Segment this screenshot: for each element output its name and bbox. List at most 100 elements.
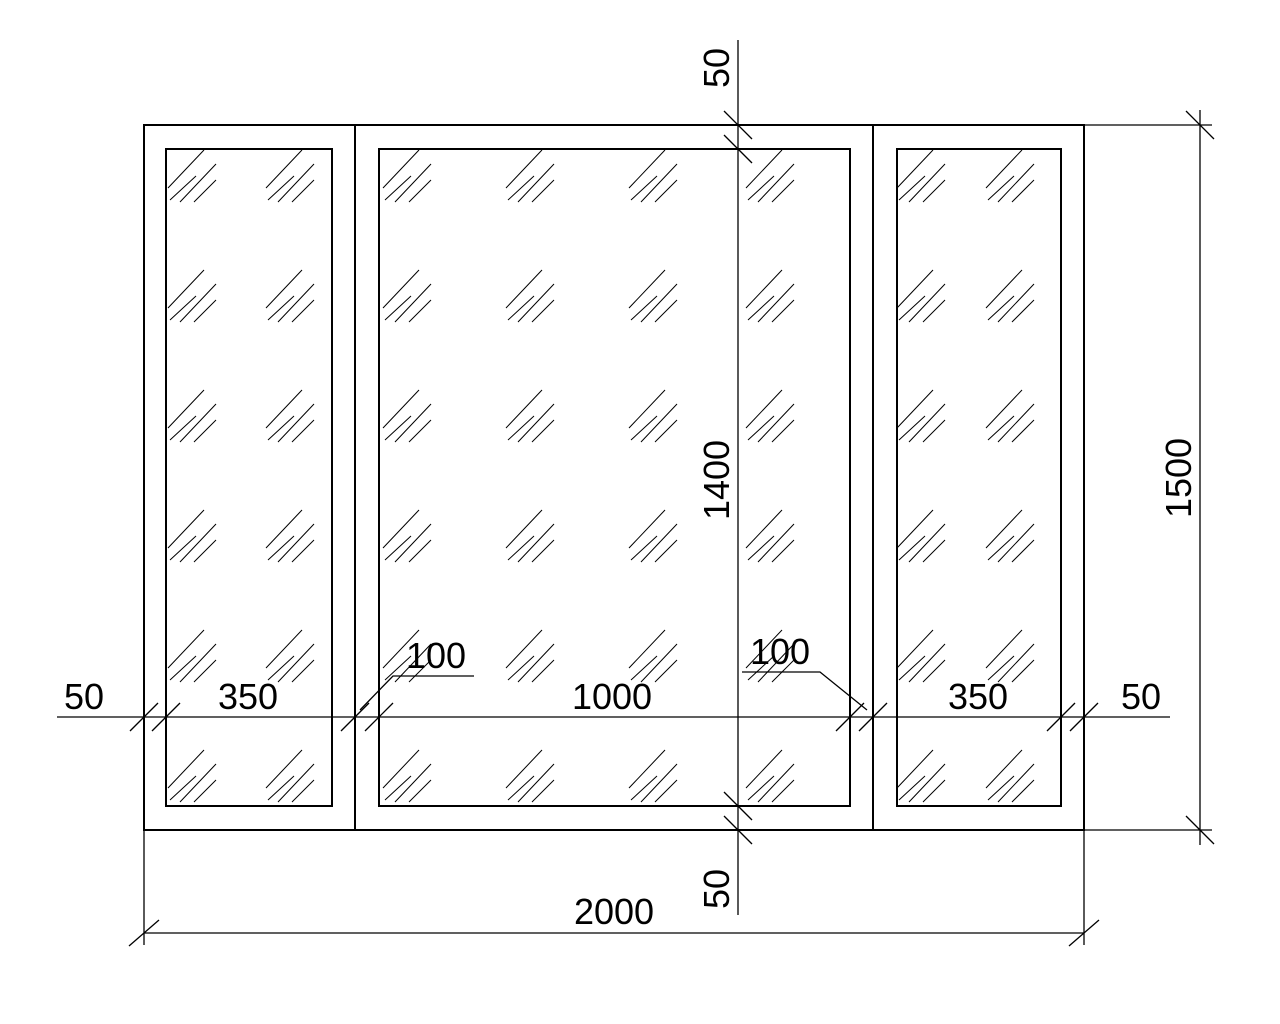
right-pane-label: 350 — [948, 676, 1008, 717]
glass-hatch-mark — [267, 295, 295, 321]
glass-hatch-mark — [408, 419, 432, 443]
glass-hatch-mark — [654, 659, 678, 683]
glass-hatch-mark — [291, 539, 315, 563]
glass-hatch-mark — [640, 283, 678, 323]
glass-hatch-mark — [408, 779, 432, 803]
right-mullion-leader — [742, 671, 868, 711]
glass-hatch-mark — [757, 283, 795, 323]
glass-hatch-mark — [908, 643, 946, 683]
glass-hatch-mark — [654, 419, 678, 443]
glass-hatch-mark — [531, 179, 555, 203]
glass-hatch-mark — [505, 389, 543, 429]
glass-hatch-mark — [265, 389, 303, 429]
glass-hatch-mark — [167, 389, 205, 429]
glass-hatch-mark — [896, 269, 934, 309]
glass-hatch-mark — [771, 419, 795, 443]
glass-height-label: 1400 — [696, 440, 737, 520]
glass-hatch-mark — [896, 509, 934, 549]
glass-hatch-mark — [531, 539, 555, 563]
glass-hatch-mark — [531, 299, 555, 323]
glass-hatch-mark — [640, 643, 678, 683]
glass-hatch-mark — [630, 775, 658, 801]
glass-hatch-mark — [267, 535, 295, 561]
right-mullion-label: 100 — [750, 631, 810, 672]
glass-hatch-mark — [517, 763, 555, 803]
glass-hatch-mark — [507, 775, 535, 801]
glass-hatch-mark — [745, 149, 783, 189]
overall-height-label: 1500 — [1158, 438, 1199, 518]
glass-hatch-mark — [997, 403, 1035, 443]
glass-hatch-mark — [169, 295, 197, 321]
vertical-dimension-tick — [723, 134, 753, 164]
glass-hatch-mark — [898, 175, 926, 201]
glass-hatch-mark — [630, 415, 658, 441]
glass-hatch-mark — [507, 175, 535, 201]
glass-hatch-mark — [628, 509, 666, 549]
glass-hatch-mark — [517, 523, 555, 563]
glass-hatch-mark — [654, 779, 678, 803]
vertical-dimension-tick — [723, 791, 753, 821]
horizontal-dimension-tick — [1069, 702, 1099, 732]
glass-hatch-mark — [179, 643, 217, 683]
glass-hatch-mark — [747, 535, 775, 561]
glass-hatch-mark — [505, 269, 543, 309]
glass-hatch-mark — [898, 775, 926, 801]
glass-hatch-mark — [267, 415, 295, 441]
glass-hatch-mark — [167, 149, 205, 189]
glass-hatch-mark — [985, 389, 1023, 429]
glass-hatch-mark — [630, 295, 658, 321]
glass-hatch-mark — [987, 655, 1015, 681]
glass-hatch-mark — [757, 643, 795, 683]
glass-hatch-mark — [382, 149, 420, 189]
glass-hatch-mark — [987, 295, 1015, 321]
glass-hatch-mark — [896, 389, 934, 429]
top-frame-label: 50 — [696, 48, 737, 88]
overall-width-tick-right — [1068, 919, 1100, 947]
glass-hatch-mark — [167, 269, 205, 309]
glass-hatch-mark — [517, 283, 555, 323]
glass-hatch-mark — [193, 179, 217, 203]
glass-hatch-mark — [628, 269, 666, 309]
glass-hatch-mark — [997, 643, 1035, 683]
overall-height-tick-top — [1185, 110, 1215, 140]
glass-hatch-mark — [630, 535, 658, 561]
glass-hatch-mark — [922, 779, 946, 803]
glass-hatch-mark — [169, 775, 197, 801]
glass-hatch-mark — [384, 775, 412, 801]
glass-hatch-mark — [898, 295, 926, 321]
glass-hatch-mark — [654, 179, 678, 203]
glass-hatch-mark — [898, 655, 926, 681]
horizontal-dimension-tick — [1046, 702, 1076, 732]
glass-hatch-mark — [277, 643, 315, 683]
glass-hatch-mark — [179, 403, 217, 443]
glass-hatch-mark — [167, 509, 205, 549]
glass-hatch-mark — [908, 763, 946, 803]
glass-hatch-mark — [640, 403, 678, 443]
glass-hatch-mark — [167, 749, 205, 789]
glass-hatch-mark — [1011, 659, 1035, 683]
glass-hatch-mark — [517, 403, 555, 443]
glass-hatch-mark — [922, 659, 946, 683]
glass-hatch-mark — [384, 415, 412, 441]
glass-hatch-mark — [169, 535, 197, 561]
glass-hatch-mark — [745, 629, 783, 669]
glass-hatch-mark — [179, 283, 217, 323]
glass-hatch-mark — [193, 299, 217, 323]
glass-hatch-mark — [291, 419, 315, 443]
center-glass-pane — [378, 148, 851, 807]
glass-hatch-mark — [771, 659, 795, 683]
glass-hatch-mark — [265, 269, 303, 309]
glass-hatch-mark — [896, 749, 934, 789]
glass-hatch-mark — [757, 403, 795, 443]
glass-hatch-mark — [1011, 299, 1035, 323]
glass-hatch-mark — [987, 775, 1015, 801]
glass-hatch-mark — [179, 163, 217, 203]
outer-frame — [143, 124, 1085, 831]
glass-hatch-mark — [179, 763, 217, 803]
glass-hatch-mark — [747, 655, 775, 681]
glass-hatch-mark — [179, 523, 217, 563]
glass-hatch-mark — [169, 175, 197, 201]
glass-hatch-mark — [382, 269, 420, 309]
glass-hatch-mark — [640, 163, 678, 203]
